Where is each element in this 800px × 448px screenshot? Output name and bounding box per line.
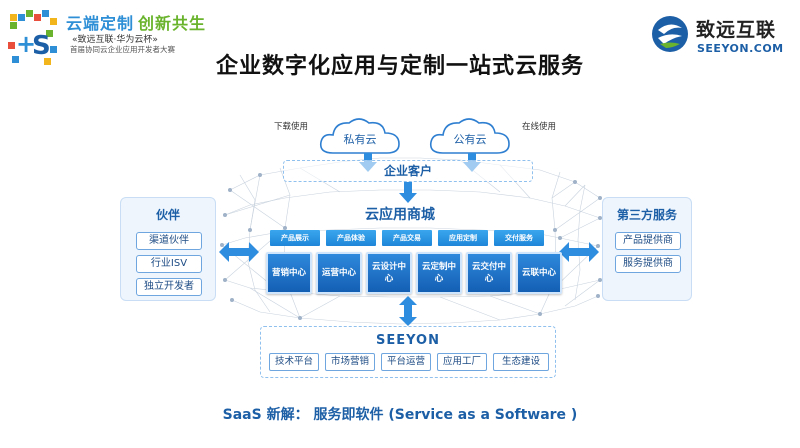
feature-tab-product-showcase: 产品展示 bbox=[270, 230, 320, 246]
platform-item-marketing: 市场营销 bbox=[325, 353, 375, 371]
enterprise-customer-label: 企业客户 bbox=[383, 164, 432, 178]
event-title: 云端定制创新共生 bbox=[66, 10, 206, 34]
public-cloud-label: 公有云 bbox=[453, 133, 487, 146]
cloud-app-store-title: 云应用商城 bbox=[365, 207, 435, 223]
event-title-part1: 云端定制 bbox=[66, 14, 135, 33]
center-tile-cloud-delivery: 云交付中心 bbox=[466, 252, 512, 294]
partner-item-isv: 行业ISV bbox=[136, 255, 202, 273]
arrow-partners-to-store bbox=[219, 242, 259, 262]
public-cloud-icon bbox=[429, 118, 510, 154]
arrow-store-to-third-party bbox=[559, 242, 599, 262]
svg-text:+: + bbox=[16, 30, 36, 58]
partners-panel: 伙伴 渠道伙伴 行业ISV 独立开发者 bbox=[120, 197, 216, 301]
event-title-part2: 创新共生 bbox=[138, 14, 207, 33]
third-party-panel: 第三方服务 产品提供商 服务提供商 bbox=[602, 197, 692, 301]
seeyon-title: SEEYON bbox=[375, 333, 440, 348]
seeyon-platform-box: SEEYON 技术平台 市场营销 平台运营 应用工厂 生态建设 bbox=[260, 326, 556, 378]
saas-tagline: SaaS 新解： 服务即软件 (Service as a Software ) bbox=[222, 407, 578, 423]
platform-item-tech: 技术平台 bbox=[269, 353, 319, 371]
feature-tab-product-trading: 产品交易 bbox=[382, 230, 432, 246]
brand-logo: 致远互联 SEEYON.COM bbox=[650, 12, 790, 62]
svg-text:S: S bbox=[32, 31, 51, 61]
private-cloud-label: 私有云 bbox=[343, 133, 377, 146]
brand-name-en: SEEYON.COM bbox=[697, 42, 784, 55]
center-tile-cloud-connect: 云联中心 bbox=[516, 252, 562, 294]
third-party-item-product: 产品提供商 bbox=[615, 232, 681, 250]
private-cloud-icon bbox=[319, 118, 400, 154]
center-tile-cloud-design: 云设计中心 bbox=[366, 252, 412, 294]
event-caption: 首届协同云企业应用开发者大赛 bbox=[70, 45, 175, 54]
feature-tab-delivery-service: 交付服务 bbox=[494, 230, 544, 246]
center-tile-cloud-customization: 云定制中心 bbox=[416, 252, 462, 294]
third-party-item-service: 服务提供商 bbox=[615, 255, 681, 273]
feature-tab-app-customization: 应用定制 bbox=[438, 230, 488, 246]
arrow-store-seeyon bbox=[399, 296, 417, 326]
brand-name-cn: 致远互联 bbox=[696, 19, 777, 41]
partners-title: 伙伴 bbox=[155, 208, 180, 222]
third-party-title: 第三方服务 bbox=[616, 208, 677, 222]
event-logo: + S 云端定制创新共生 «致远互联·华为云杯» 首届协同云企业应用开发者大赛 bbox=[6, 8, 211, 70]
arrow-customer-to-store bbox=[399, 182, 417, 203]
feature-tab-product-experience: 产品体验 bbox=[326, 230, 376, 246]
event-mosaic-icon: + S bbox=[8, 10, 57, 65]
partner-item-developer: 独立开发者 bbox=[136, 278, 202, 296]
page-title: 企业数字化应用与定制一站式云服务 bbox=[215, 54, 584, 79]
platform-item-ecosystem: 生态建设 bbox=[493, 353, 549, 371]
platform-item-app-factory: 应用工厂 bbox=[437, 353, 487, 371]
platform-item-operations: 平台运营 bbox=[381, 353, 431, 371]
partner-item-channel: 渠道伙伴 bbox=[136, 232, 202, 250]
online-use-note: 在线使用 bbox=[522, 122, 557, 132]
seeyon-swirl-icon bbox=[652, 16, 688, 52]
center-tile-operations: 运营中心 bbox=[316, 252, 362, 294]
event-subtitle: «致远互联·华为云杯» bbox=[72, 35, 158, 45]
enterprise-customer-band: 企业客户 bbox=[283, 160, 533, 182]
center-tile-marketing: 营销中心 bbox=[266, 252, 312, 294]
download-use-note: 下载使用 bbox=[274, 122, 309, 132]
